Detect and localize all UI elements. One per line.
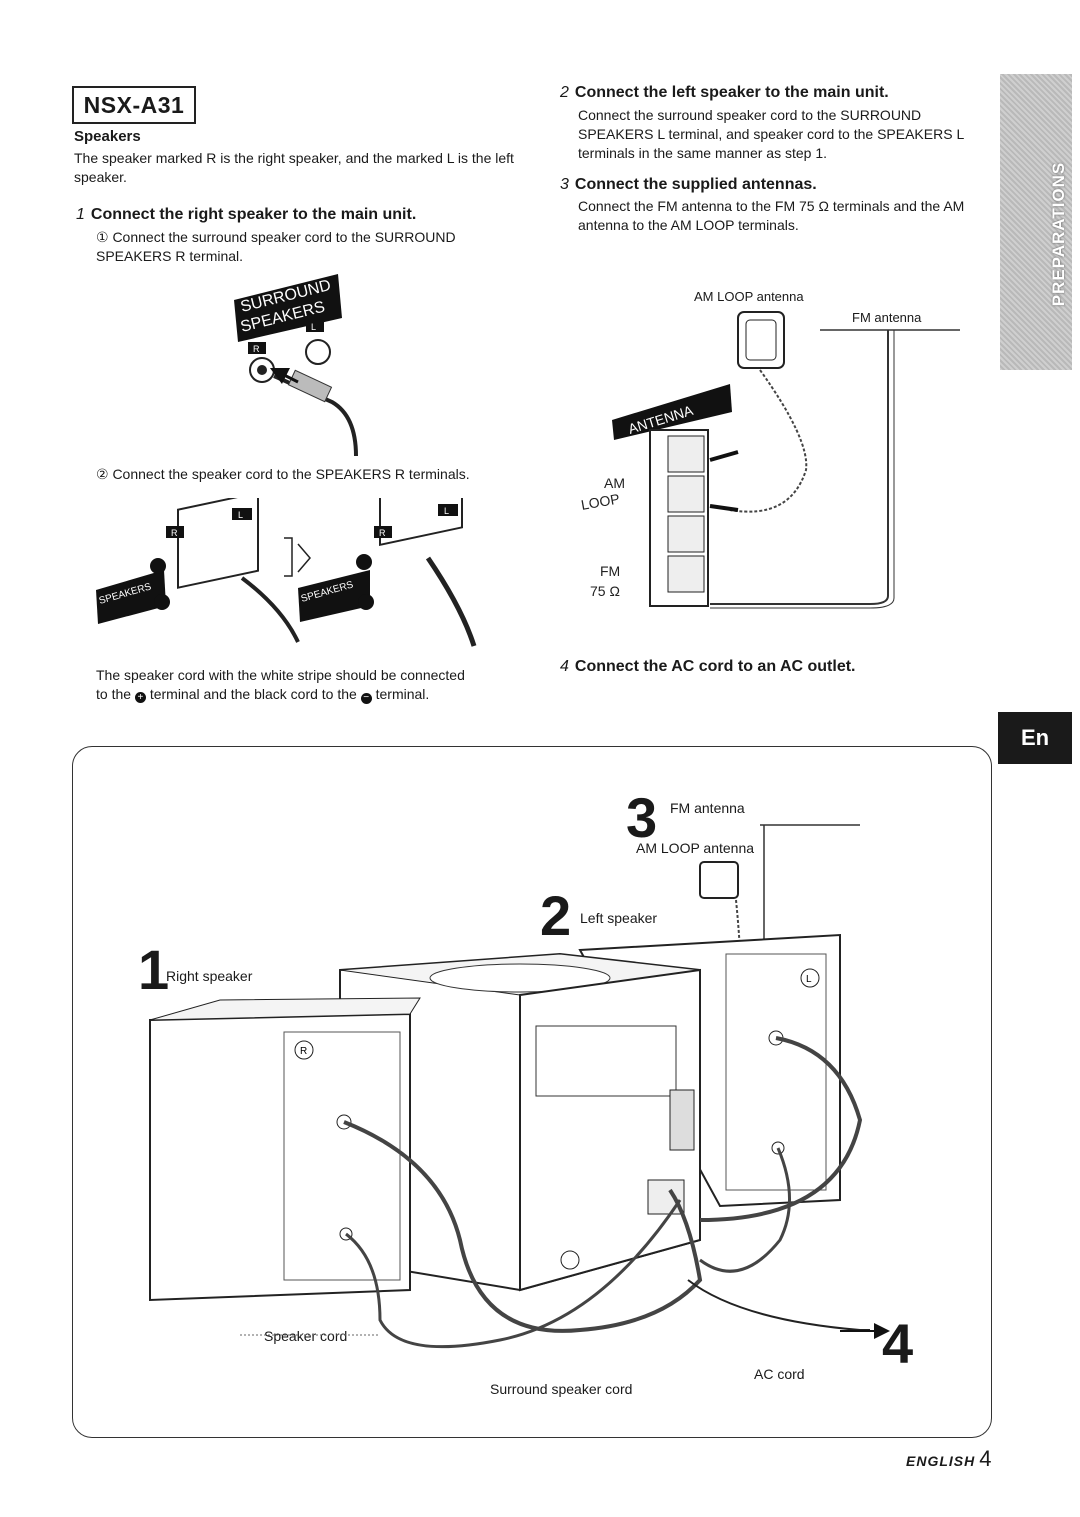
tag-r-label: R <box>253 344 260 354</box>
step2-title: Connect the left speaker to the main uni… <box>574 84 889 101</box>
callout-2: 2 <box>540 884 572 947</box>
fm-antenna-label: FM antenna <box>852 310 922 325</box>
speakers-panel-left <box>96 570 166 624</box>
tag-r-left <box>166 526 184 538</box>
step4-heading: 4 Connect the AC cord to an AC outlet. <box>560 658 990 676</box>
left-speaker-mark-label: L <box>806 974 812 985</box>
footer-language: ENGLISH <box>906 1453 976 1469</box>
polarity-note: The speaker cord with the white stripe s… <box>96 666 526 704</box>
diagram-ac-cord <box>687 1279 870 1331</box>
minus-icon: − <box>360 693 372 704</box>
loop-terminal-label: LOOP <box>580 490 621 513</box>
antenna-figure: ANTENNA AM LOOP FM 75 Ω <box>580 311 960 609</box>
polarity-note-part-a: to the <box>96 686 132 702</box>
ohm-terminal-label: 75 Ω <box>590 583 620 599</box>
right-speaker-mark <box>294 1040 314 1060</box>
tag-l-label: L <box>311 322 316 332</box>
diagram-fm-antenna-label: FM antenna <box>670 800 745 816</box>
plug <box>287 369 333 403</box>
step1-number: 1 <box>76 206 85 223</box>
system-diagram-frame <box>72 746 992 1438</box>
ac-cord-label: AC cord <box>754 1366 805 1382</box>
tag-l-left <box>232 508 252 520</box>
antenna-panel <box>612 384 732 440</box>
terminal-block-right <box>379 498 463 546</box>
terminal-after: SPEAKERS R L <box>298 498 477 647</box>
plus-mark <box>150 558 166 574</box>
plus-icon: + <box>134 692 146 703</box>
diagram-am-loop <box>699 861 739 899</box>
sequence-arrow <box>284 537 311 577</box>
left-speaker-label: Left speaker <box>580 910 658 926</box>
step3-title: Connect the supplied antennas. <box>574 176 817 193</box>
step1-heading: 1 Connect the right speaker to the main u… <box>76 206 516 224</box>
step3-heading: 3 Connect the supplied antennas. <box>560 176 990 194</box>
polarity-note-line2: to the + terminal and the black cord to … <box>96 685 526 704</box>
am-loop-label: AM LOOP antenna <box>694 289 804 304</box>
step2-number: 2 <box>560 84 569 101</box>
cord-left <box>240 576 300 643</box>
right-speaker-label: Right speaker <box>166 968 253 984</box>
model-badge: NSX-A31 <box>72 86 196 124</box>
cord-right <box>425 556 477 647</box>
tag-r-right <box>374 526 392 538</box>
diagram-am-loop-label: AM LOOP antenna <box>636 840 755 856</box>
tag-l-right-label: L <box>444 506 449 516</box>
tag-l <box>306 320 324 332</box>
tag-r <box>248 342 266 354</box>
diagram-surround-cord <box>343 1120 703 1333</box>
surround-cord-label: Surround speaker cord <box>490 1381 633 1397</box>
step4-number: 4 <box>560 658 569 675</box>
terminal-before: SPEAKERS R L <box>96 498 300 643</box>
jack-l <box>305 339 331 365</box>
step1-instruction-1: ① Connect the surround speaker cord to t… <box>96 229 456 264</box>
step3-body: Connect the FM antenna to the FM 75 Ω te… <box>578 198 965 233</box>
model-name: NSX-A31 <box>83 91 185 118</box>
step1-title: Connect the right speaker to the main un… <box>90 206 417 223</box>
step4-title: Connect the AC cord to an AC outlet. <box>574 658 856 675</box>
step3-number: 3 <box>560 176 569 193</box>
am-terminal-label: AM <box>604 475 625 491</box>
section-sidebar: PREPARATIONS <box>1000 74 1072 370</box>
callout-1: 1 <box>138 938 170 1001</box>
minus-mark <box>154 594 170 610</box>
insert-arrow <box>269 367 299 385</box>
tag-l-right <box>438 504 458 516</box>
step1-instruction-2: ② Connect the speaker cord to the SPEAKE… <box>96 466 470 482</box>
right-speaker-mark-label: R <box>300 1046 307 1057</box>
system-illustration: L R <box>149 824 890 1349</box>
polarity-note-part-b: terminal and the black cord to the <box>149 686 357 702</box>
surround-panel <box>234 274 342 342</box>
tag-r-right-label: R <box>379 528 386 538</box>
polarity-note-part-c: terminal. <box>375 686 430 702</box>
step2-body: Connect the surround speaker cord to the… <box>578 107 964 161</box>
speakers-panel-right <box>298 570 370 622</box>
surround-terminal-figure: SURROUND SPEAKERS R L <box>234 274 358 457</box>
left-speaker-mark <box>800 968 820 988</box>
diagram-right-speaker <box>149 1012 411 1302</box>
speaker-cord-label: Speaker cord <box>264 1328 348 1344</box>
tag-l-left-label: L <box>238 510 243 520</box>
diagram-speaker-cord <box>345 1199 682 1349</box>
polarity-note-line1: The speaker cord with the white stripe s… <box>96 667 465 683</box>
tag-r-left-label: R <box>171 528 178 538</box>
speakers-intro: The speaker marked R is the right speake… <box>74 150 514 185</box>
language-tab: En <box>998 712 1072 764</box>
page-number: 4 <box>979 1446 993 1471</box>
speaker-terminals-figure: SPEAKERS R L SPEAKERS R L <box>96 498 477 647</box>
plug-cord <box>273 374 358 457</box>
callout-3: 3 <box>626 786 658 849</box>
speakers-heading: Speakers <box>74 128 141 145</box>
section-title: PREPARATIONS <box>1049 161 1068 307</box>
step2-heading: 2 Connect the left speaker to the main un… <box>560 84 990 102</box>
fm-terminal-label: FM <box>600 563 620 579</box>
am-loop-antenna <box>737 311 785 369</box>
